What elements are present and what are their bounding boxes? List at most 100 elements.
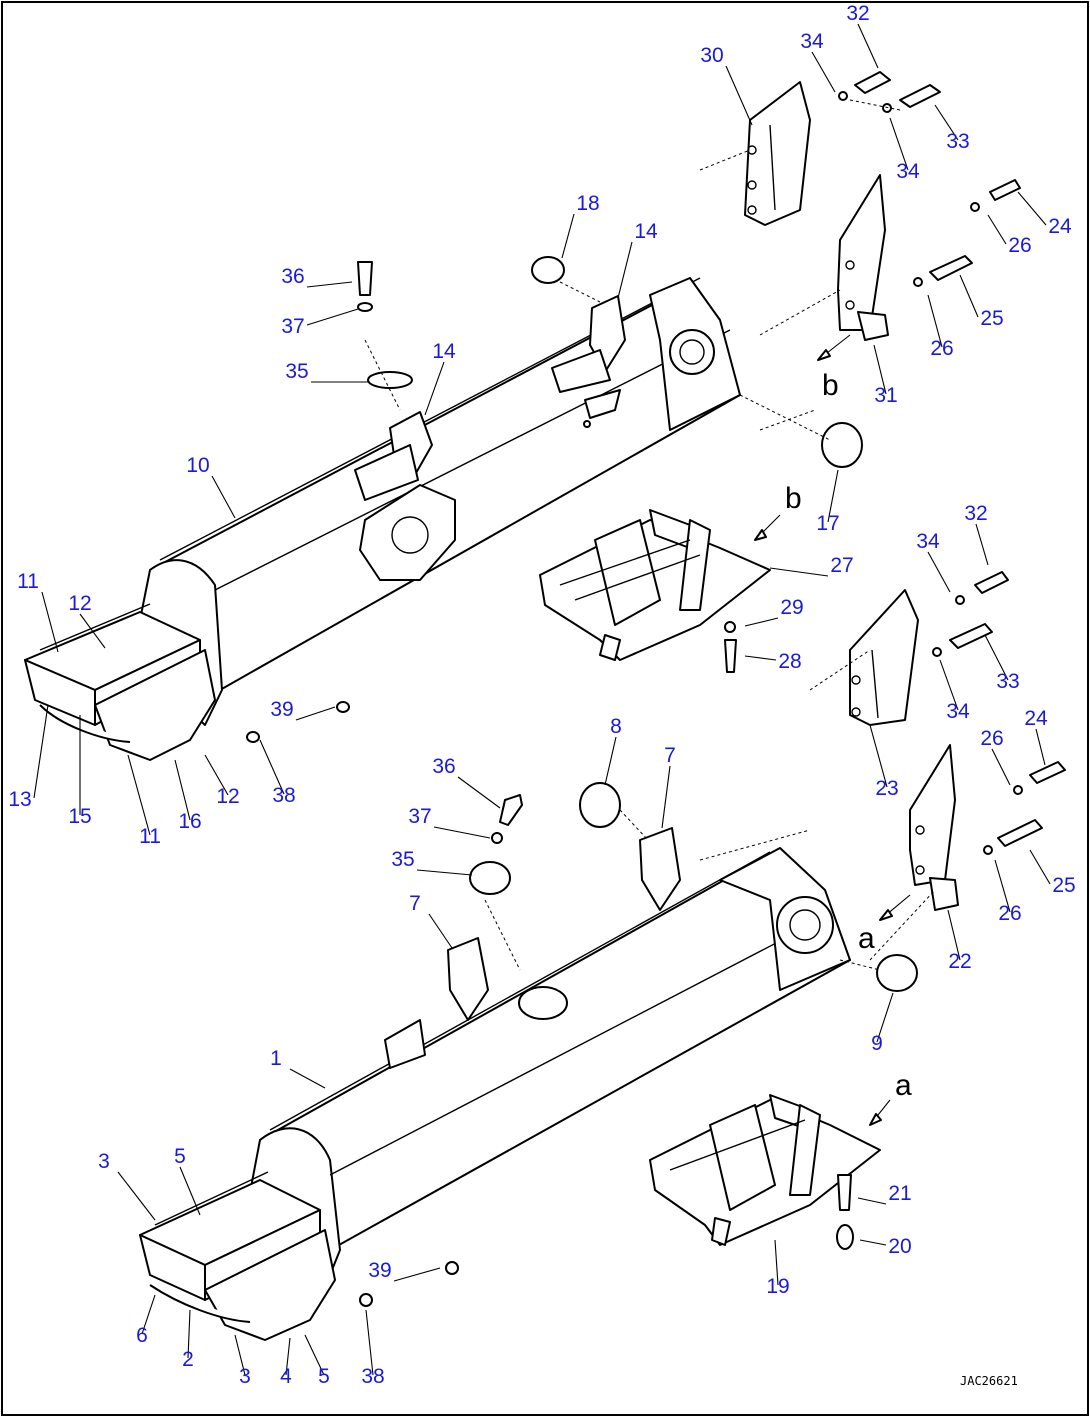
view-letter-b-upper: b — [822, 369, 839, 402]
leader-line-26 — [994, 859, 1011, 913]
leader-line-36 — [457, 776, 501, 809]
leader-line-11 — [127, 754, 151, 836]
track-frame-upper — [24, 277, 741, 761]
callout-label-24: 24 — [1024, 707, 1048, 730]
guard-plate-30 — [744, 81, 811, 226]
leader-line-24 — [1017, 191, 1047, 226]
callout-label-26: 26 — [1008, 234, 1031, 257]
callout-label-4: 4 — [280, 1365, 292, 1388]
callout-label-33: 33 — [946, 130, 969, 153]
leader-line-34 — [939, 659, 959, 711]
callout-label-34: 34 — [916, 530, 940, 553]
drawing-code: JAC26621 — [960, 1374, 1018, 1388]
view-letter-a-upper: a — [858, 922, 875, 955]
callout-label-7: 7 — [409, 892, 421, 915]
leader-line-6 — [141, 1294, 156, 1335]
leader-line-32 — [975, 523, 989, 566]
leader-line-24 — [1035, 728, 1046, 766]
callout-label-33: 33 — [996, 670, 1019, 693]
leader-line-1 — [289, 1068, 326, 1089]
callout-label-34: 34 — [896, 160, 920, 183]
callout-label-38: 38 — [361, 1365, 384, 1388]
callout-label-30: 30 — [700, 44, 723, 67]
leader-line-26 — [991, 748, 1011, 786]
leader-line-20 — [859, 1239, 887, 1246]
callout-label-1: 1 — [270, 1047, 282, 1070]
callout-label-37: 37 — [408, 805, 431, 828]
leader-line-2 — [187, 1309, 191, 1359]
leader-line-36 — [306, 281, 353, 288]
callout-label-35: 35 — [391, 848, 414, 871]
leader-line-9 — [876, 992, 894, 1043]
leader-line-37 — [306, 308, 359, 326]
leader-line-23 — [869, 724, 888, 788]
view-arrows — [754, 334, 911, 1126]
guard-plate-31 — [837, 174, 889, 341]
view-letter-a-lower: a — [895, 1069, 912, 1102]
callout-label-26: 26 — [998, 902, 1021, 925]
callout-label-5: 5 — [318, 1365, 330, 1388]
leader-line-19 — [774, 1239, 779, 1286]
leader-line-17 — [827, 469, 839, 523]
guard-plate-23 — [849, 589, 919, 726]
leader-line-3 — [234, 1334, 246, 1376]
callout-label-2: 2 — [182, 1348, 194, 1371]
leader-line-11 — [41, 591, 59, 653]
callout-label-32: 32 — [846, 2, 869, 25]
track-frame-lower — [139, 827, 851, 1341]
callout-label-19: 19 — [766, 1275, 789, 1298]
callout-label-39: 39 — [270, 698, 293, 721]
leader-line-34 — [811, 51, 836, 93]
leader-line-8 — [604, 736, 617, 786]
leader-line-28 — [744, 655, 777, 661]
callout-label-32: 32 — [964, 502, 987, 525]
callout-label-25: 25 — [1052, 874, 1075, 897]
callout-label-31: 31 — [874, 384, 897, 407]
leader-line-12 — [79, 613, 106, 649]
leader-line-26 — [987, 214, 1007, 245]
leader-line-3 — [117, 1171, 156, 1221]
callout-label-21: 21 — [888, 1182, 911, 1205]
leader-line-31 — [873, 344, 887, 395]
leader-line-18 — [561, 213, 575, 259]
leader-line-37 — [433, 826, 491, 839]
leader-line-26 — [927, 294, 943, 348]
fasteners-lower — [359, 571, 1066, 1307]
callout-label-15: 15 — [68, 805, 91, 828]
callout-label-34: 34 — [946, 700, 970, 723]
leader-line-16 — [174, 759, 191, 821]
leader-line-27 — [769, 567, 829, 577]
callout-labels: 3234303334242625263118143637351410172711… — [8, 2, 1075, 1388]
callout-label-14: 14 — [432, 340, 456, 363]
leader-line-33 — [934, 104, 959, 141]
callout-label-24: 24 — [1048, 215, 1072, 238]
leader-line-39 — [295, 706, 336, 721]
guard-bracket-a — [649, 1094, 881, 1246]
callout-label-36: 36 — [432, 755, 455, 778]
leader-line-4 — [285, 1337, 291, 1376]
callout-label-38: 38 — [272, 784, 295, 807]
leader-line-33 — [984, 634, 1009, 681]
callout-label-10: 10 — [186, 454, 209, 477]
guard-plate-22 — [909, 744, 959, 911]
callout-label-8: 8 — [610, 715, 622, 738]
callout-label-11: 11 — [17, 570, 39, 593]
leader-line-14 — [617, 241, 633, 299]
leader-line-22 — [947, 909, 961, 961]
callout-label-34: 34 — [800, 30, 824, 53]
assembly-lines — [364, 99, 936, 971]
leader-line-7 — [428, 913, 453, 949]
leader-line-5 — [179, 1166, 201, 1216]
callout-label-23: 23 — [875, 777, 898, 800]
callout-label-22: 22 — [948, 950, 971, 973]
leader-line-21 — [857, 1197, 887, 1205]
leader-line-38 — [259, 739, 285, 795]
leader-line-25 — [1029, 849, 1051, 885]
callout-label-35: 35 — [285, 360, 308, 383]
callout-label-3: 3 — [239, 1365, 251, 1388]
leader-lines — [33, 23, 1051, 1376]
leader-line-34 — [927, 551, 951, 593]
callout-label-13: 13 — [8, 788, 31, 811]
